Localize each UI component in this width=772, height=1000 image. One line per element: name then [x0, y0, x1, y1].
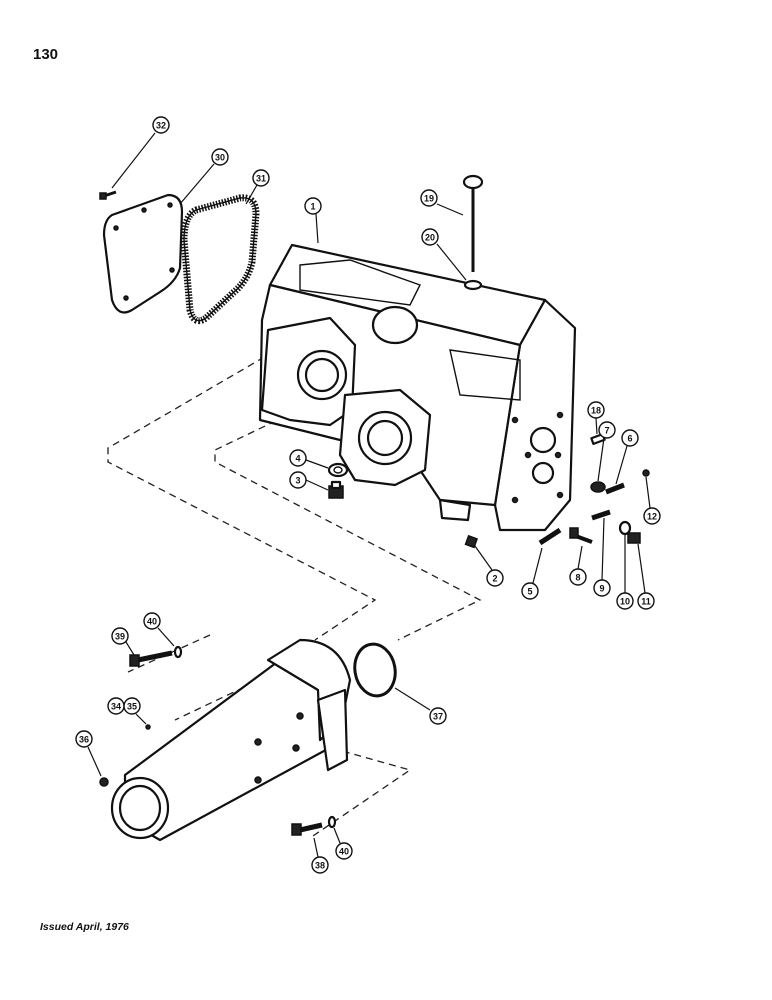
page-number: 130 — [33, 46, 59, 63]
callout-label: 6 — [627, 434, 632, 444]
callout-label: 9 — [599, 584, 604, 594]
dashed-line-rear-top — [127, 634, 211, 673]
callout-label: 35 — [127, 702, 137, 712]
transmission-case — [258, 243, 577, 532]
callout-7: 7 — [597, 421, 616, 482]
callout-6: 6 — [615, 429, 639, 485]
o-ring — [353, 642, 397, 698]
callout-label: 32 — [156, 121, 166, 131]
bolt-39 — [129, 650, 173, 667]
callout-5: 5 — [521, 547, 543, 600]
callout-9: 9 — [593, 517, 611, 597]
callout-36: 36 — [75, 730, 102, 777]
callouts: 1 2 3 4 5 6 7 8 9 10 11 12 18 19 20 30 3… — [75, 116, 661, 874]
callout-label: 1 — [310, 202, 315, 212]
callout-label: 10 — [620, 597, 630, 607]
dipstick-o-ring — [463, 279, 483, 291]
callout-20: 20 — [421, 228, 467, 281]
callout-39: 39 — [111, 627, 135, 656]
callout-label: 36 — [79, 735, 89, 745]
gasket — [180, 194, 260, 325]
callout-label: 19 — [424, 194, 434, 204]
cover-screw — [99, 190, 117, 200]
callout-label: 7 — [604, 426, 609, 436]
callout-35: 35 — [123, 697, 147, 725]
callout-37: 37 — [394, 687, 447, 725]
callout-label: 30 — [215, 153, 225, 163]
callout-31: 31 — [245, 169, 270, 205]
callout-4: 4 — [289, 449, 329, 469]
callout-label: 18 — [591, 406, 601, 416]
callout-8: 8 — [569, 545, 587, 586]
callout-40-top: 40 — [143, 612, 175, 647]
callout-label: 3 — [295, 476, 300, 486]
callout-label: 20 — [425, 233, 435, 243]
callout-label: 40 — [339, 847, 349, 857]
bolt-38 — [291, 822, 323, 836]
callout-1: 1 — [304, 197, 322, 244]
dipstick — [462, 174, 484, 272]
bolt-8 — [569, 527, 593, 544]
stud-5 — [538, 527, 562, 546]
callout-30: 30 — [179, 148, 229, 205]
callout-3: 3 — [289, 471, 329, 491]
washer-40-top — [173, 645, 183, 659]
callout-11: 11 — [637, 543, 655, 610]
callout-label: 37 — [433, 712, 443, 722]
callout-38: 38 — [311, 837, 329, 874]
plug-3 — [328, 480, 344, 499]
washer-40-bottom — [327, 815, 337, 829]
callout-34: 34 — [107, 697, 125, 715]
fitting-12 — [642, 469, 650, 477]
dashed-line-outer — [107, 344, 377, 641]
axle-housing — [110, 638, 352, 842]
plug-2 — [464, 534, 479, 549]
callout-label: 11 — [641, 597, 651, 607]
callout-2: 2 — [474, 545, 504, 587]
dashed-line-inner — [214, 394, 482, 641]
washer-10 — [618, 520, 632, 536]
issued-date-footer: Issued April, 1976 — [40, 921, 129, 933]
callout-19: 19 — [420, 189, 464, 216]
callout-12: 12 — [643, 476, 661, 525]
callout-label: 39 — [115, 632, 125, 642]
nut-11 — [627, 532, 641, 544]
callout-label: 38 — [315, 861, 325, 871]
stud-9 — [591, 509, 611, 521]
callout-label: 5 — [527, 587, 532, 597]
plug-36 — [99, 777, 109, 787]
callout-40-bottom: 40 — [333, 827, 353, 860]
plug-7 — [590, 481, 606, 493]
callout-label: 31 — [256, 174, 266, 184]
callout-label: 12 — [647, 512, 657, 522]
stud-6 — [605, 482, 625, 495]
washer-4 — [327, 462, 349, 478]
callout-label: 34 — [111, 702, 121, 712]
callout-18: 18 — [587, 401, 605, 435]
callout-10: 10 — [616, 535, 634, 610]
callout-label: 8 — [575, 573, 580, 583]
callout-label: 2 — [492, 574, 497, 584]
callout-32: 32 — [111, 116, 170, 189]
callout-label: 40 — [147, 617, 157, 627]
callout-label: 4 — [295, 454, 300, 464]
dashed-line-bottom — [284, 734, 412, 839]
cover-plate — [102, 193, 184, 314]
